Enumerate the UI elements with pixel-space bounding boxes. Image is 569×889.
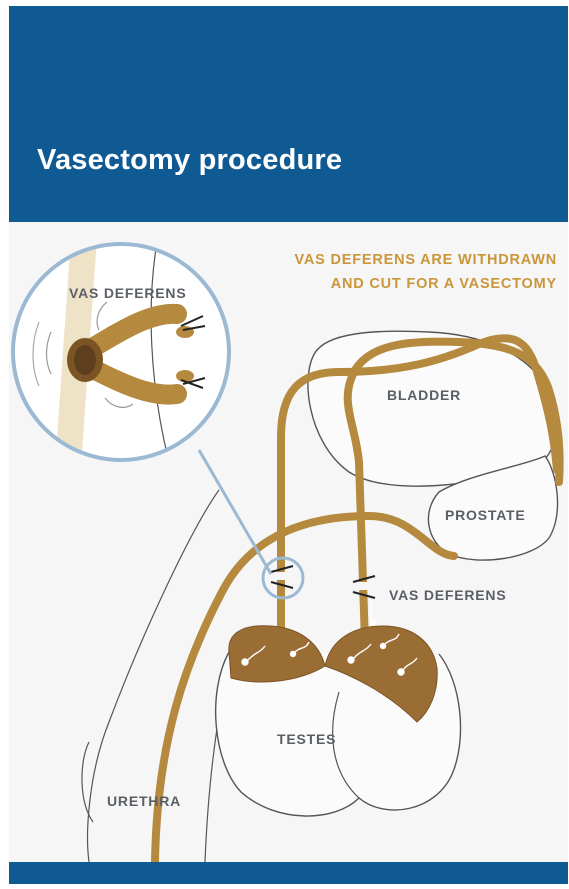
magnifier-connector [199, 450, 271, 574]
label-prostate: PROSTATE [445, 507, 526, 523]
cut-gap-right [353, 582, 373, 590]
label-testes: TESTES [277, 731, 336, 747]
cut-gap-left [271, 572, 291, 580]
inset-label: VAS DEFERENS [69, 285, 186, 301]
header: Vasectomy procedure [9, 6, 568, 222]
footer-bar [9, 862, 568, 884]
caption-line-2: AND CUT FOR A VASECTOMY [331, 276, 557, 292]
testis-left [229, 626, 325, 682]
glans-outline [82, 742, 93, 822]
page-frame: Vasectomy procedure [9, 6, 568, 884]
magnifier-inset [13, 222, 229, 483]
vasectomy-anatomy-diagram: VAS DEFERENS ARE WITHDRAWN AND CUT FOR A… [9, 222, 568, 862]
label-urethra: URETHRA [107, 793, 181, 809]
page-title: Vasectomy procedure [37, 144, 342, 177]
label-vas-deferens: VAS DEFERENS [389, 587, 506, 603]
caption-line-1: VAS DEFERENS ARE WITHDRAWN [295, 252, 557, 268]
label-bladder: BLADDER [387, 387, 461, 403]
anatomy-diagram: VAS DEFERENS ARE WITHDRAWN AND CUT FOR A… [9, 222, 568, 862]
